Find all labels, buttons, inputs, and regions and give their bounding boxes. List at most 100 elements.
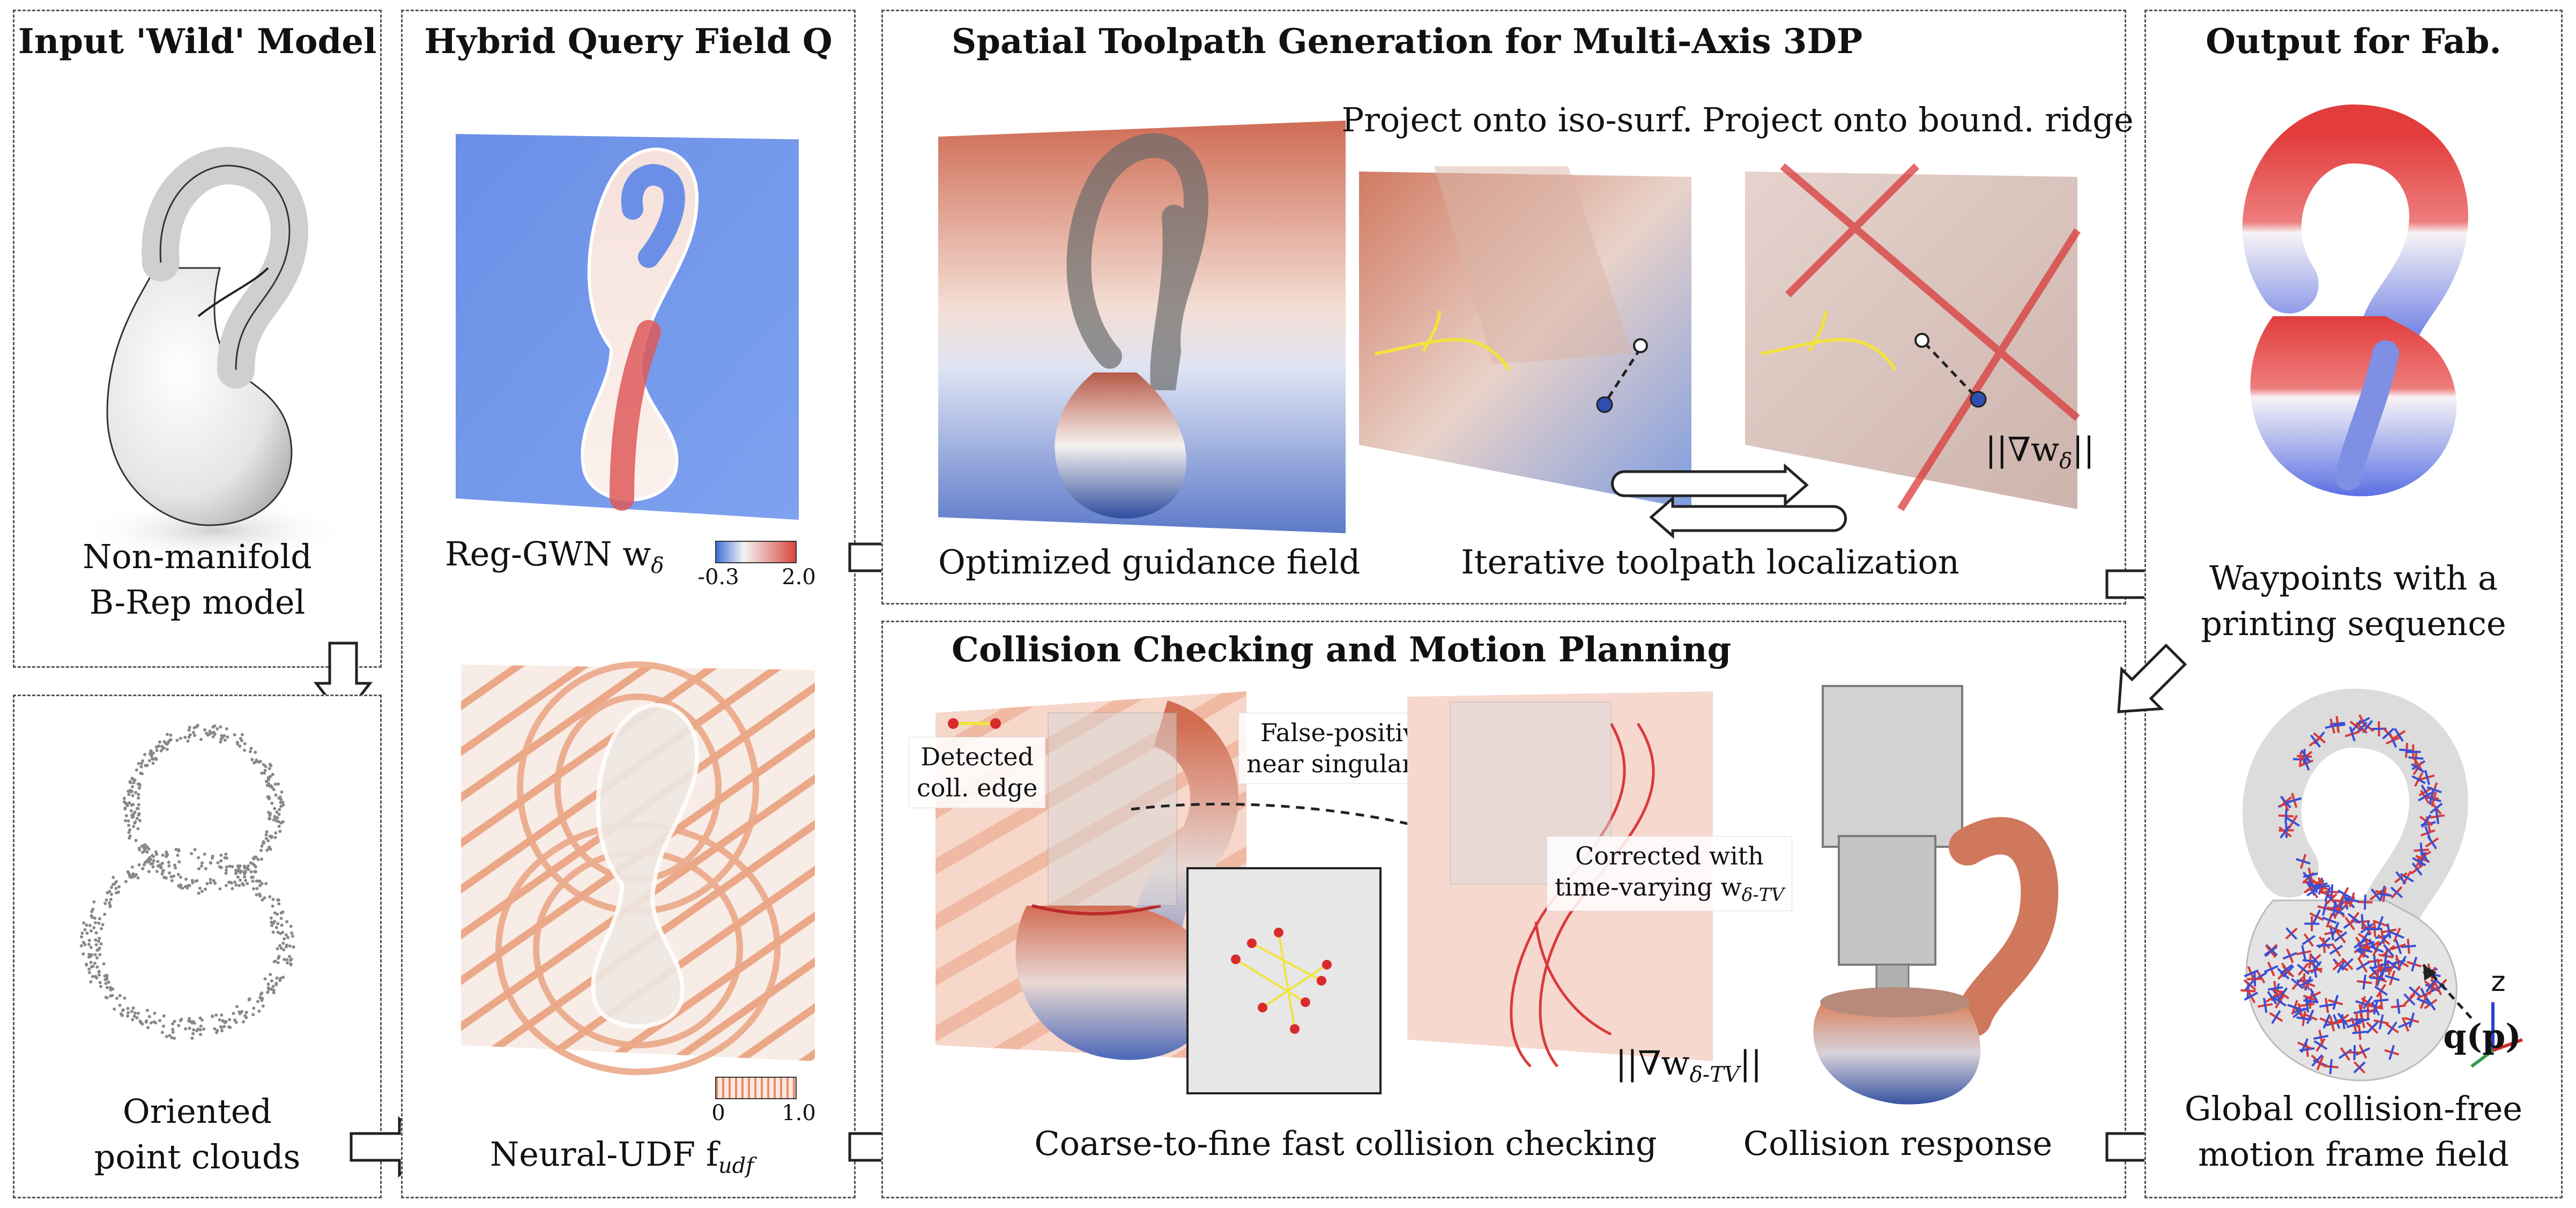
point-cloud-dot [161,853,165,857]
point-cloud-dot [137,863,141,867]
point-cloud-dot [198,1016,202,1020]
frame-mark [2346,1021,2362,1028]
false-positive-line1: False-positive [1260,718,1432,747]
frame-mark [2304,976,2312,991]
frame-mark [2287,1004,2303,1011]
frame-mark [2301,945,2307,960]
point-cloud-caption-line2: point clouds [94,1137,301,1176]
point-cloud-dot [130,865,134,869]
point-cloud-dot [176,873,180,876]
point-cloud-dot [263,769,267,772]
point-cloud-dot [94,931,98,935]
frame-mark [2333,1014,2341,1029]
neural-udf-colorbar [715,1077,797,1099]
point-cloud-dot [192,1028,195,1032]
point-cloud-dot [259,848,263,852]
point-cloud-dot [151,862,154,866]
frame-mark [2306,1009,2314,1024]
point-cloud-dot [279,797,283,801]
point-cloud-dot [277,957,280,960]
point-cloud-dot [254,870,257,874]
neural-udf-field [461,661,815,1075]
project-iso-surf-label: Project onto iso-surf. [1341,100,1693,139]
point-cloud-dot [131,785,135,788]
frame-mark [2378,933,2389,946]
iterative-localization-caption: Iterative toolpath localization [1461,542,1959,581]
point-cloud-dot [273,836,277,839]
point-cloud-dot [154,1021,158,1025]
point-cloud-dot [82,921,86,925]
point-cloud-dot [263,977,267,981]
point-cloud-dot [165,1035,168,1038]
point-cloud-dot [278,979,282,982]
point-cloud-dot [132,781,136,785]
point-cloud-dot [115,996,118,1000]
point-cloud-dot [155,749,159,752]
point-cloud-dot [156,860,160,863]
point-cloud-dot [268,817,271,821]
collision-grad-close: || [1739,1043,1762,1083]
point-cloud-dot [243,875,247,879]
point-cloud-dot [261,1004,265,1008]
point-cloud-dot [266,986,270,990]
point-cloud-dot [128,875,132,878]
frame-mark [2310,734,2321,748]
point-cloud-dot [228,1018,232,1021]
frame-mark [2394,728,2404,742]
frame-mark [2313,1034,2329,1040]
point-cloud-dot [219,859,223,863]
point-cloud-dot [253,761,256,765]
point-cloud-dot [233,880,236,884]
point-cloud-dot [251,879,255,883]
point-cloud-dot [243,749,246,752]
point-cloud-dot [103,901,107,905]
iso-surface-projection [1359,166,1691,509]
frame-mark [2280,795,2292,809]
point-cloud-dot [275,810,279,814]
frame-mark [2277,967,2290,980]
point-cloud-dot [289,924,293,928]
point-cloud-dot [210,856,214,860]
point-cloud-dot [209,881,212,885]
point-cloud-dot [285,920,289,923]
frame-mark [2354,938,2367,949]
point-cloud-dot [220,1029,224,1033]
point-cloud-dot [137,793,140,796]
frame-mark [2292,1008,2308,1014]
point-cloud-dot [274,816,278,819]
frame-mark [2434,809,2440,824]
point-cloud-dot [259,993,263,996]
point-cloud-dot [95,965,99,969]
point-cloud-dot [112,883,115,886]
point-cloud-dot [249,750,252,754]
point-cloud-dot [265,848,269,852]
point-cloud-dot [97,921,101,925]
point-cloud-dot [105,978,109,981]
frame-mark [2303,872,2318,878]
point-cloud-dot [171,1022,175,1026]
point-cloud-dot [239,871,242,874]
point-cloud-dot [274,819,278,823]
point-cloud-dot [272,788,276,792]
point-cloud-dot [167,860,170,864]
point-cloud-dot [98,917,101,921]
frame-mark [2374,986,2388,996]
point-cloud-dot [98,973,101,977]
frame-mark [2329,944,2343,955]
frame-mark [2244,978,2256,991]
point-cloud-dot [197,856,201,860]
frame-mark [2263,965,2279,973]
point-cloud-dot [85,923,88,927]
point-cloud-dot [171,1027,175,1031]
point-cloud-dot [271,898,275,901]
guidance-field-caption: Optimized guidance field [938,542,1361,581]
point-cloud-dot [218,1018,221,1021]
point-cloud-dot [80,931,84,935]
point-cloud-dot [288,958,292,962]
collision-grad-label-text: ||∇w [1615,1043,1690,1083]
point-cloud-dot [126,870,130,874]
point-cloud-dot [187,735,191,739]
point-cloud-dot [238,864,242,868]
point-cloud-dot [207,733,211,736]
